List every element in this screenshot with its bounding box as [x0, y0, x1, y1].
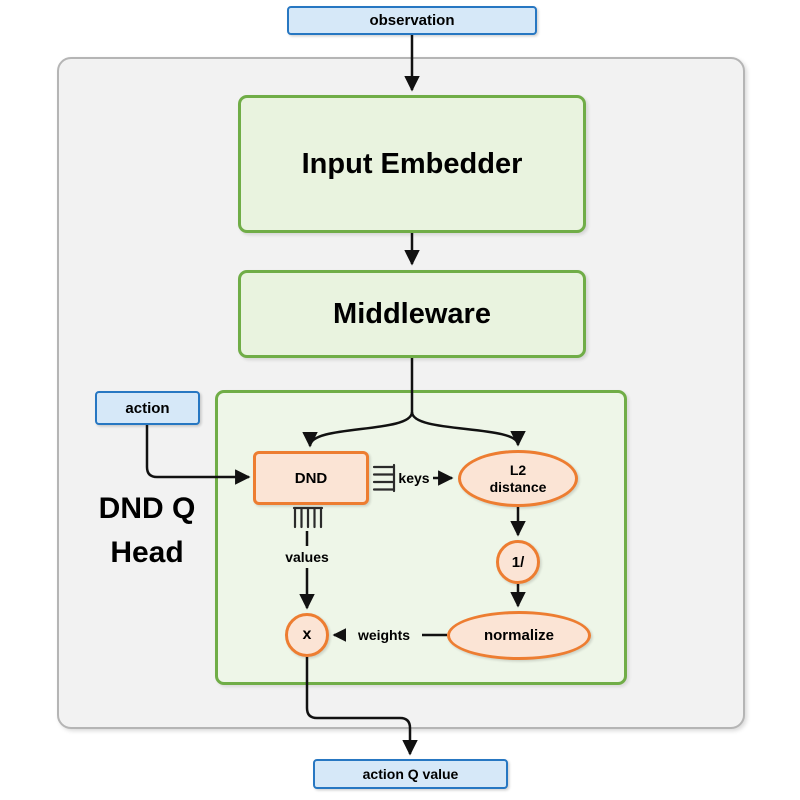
l2-distance-label-line2: distance	[489, 478, 547, 495]
reciprocal-label: 1/	[511, 553, 525, 571]
action-label: action	[125, 399, 170, 417]
dnd-q-head-label-line2: Head	[110, 536, 184, 569]
multiply-label: x	[302, 626, 312, 643]
dnd-node: DND	[253, 451, 369, 505]
input-embedder-node: Input Embedder	[238, 95, 586, 233]
dnd-q-head-label-line1: DND Q	[98, 492, 196, 525]
observation-node: observation	[287, 6, 537, 35]
keys-label: keys	[398, 470, 430, 486]
l2-distance-label-line1: L2	[509, 461, 527, 478]
normalize-node: normalize	[447, 611, 591, 660]
action-node: action	[95, 391, 200, 425]
observation-label: observation	[369, 12, 455, 29]
middleware-node: Middleware	[238, 270, 586, 358]
l2-distance-node: L2 distance	[458, 450, 578, 507]
action-q-value-node: action Q value	[313, 759, 508, 789]
values-label: values	[276, 546, 338, 568]
multiply-node: x	[285, 613, 329, 657]
reciprocal-node: 1/	[496, 540, 540, 584]
action-q-value-label: action Q value	[362, 766, 459, 782]
input-embedder-label: Input Embedder	[301, 147, 523, 180]
normalize-label: normalize	[483, 627, 555, 644]
middleware-label: Middleware	[333, 297, 491, 330]
dnd-q-head-label: DND Q Head	[72, 487, 222, 575]
dnd-label: DND	[294, 469, 328, 487]
weights-label: weights	[346, 624, 422, 646]
